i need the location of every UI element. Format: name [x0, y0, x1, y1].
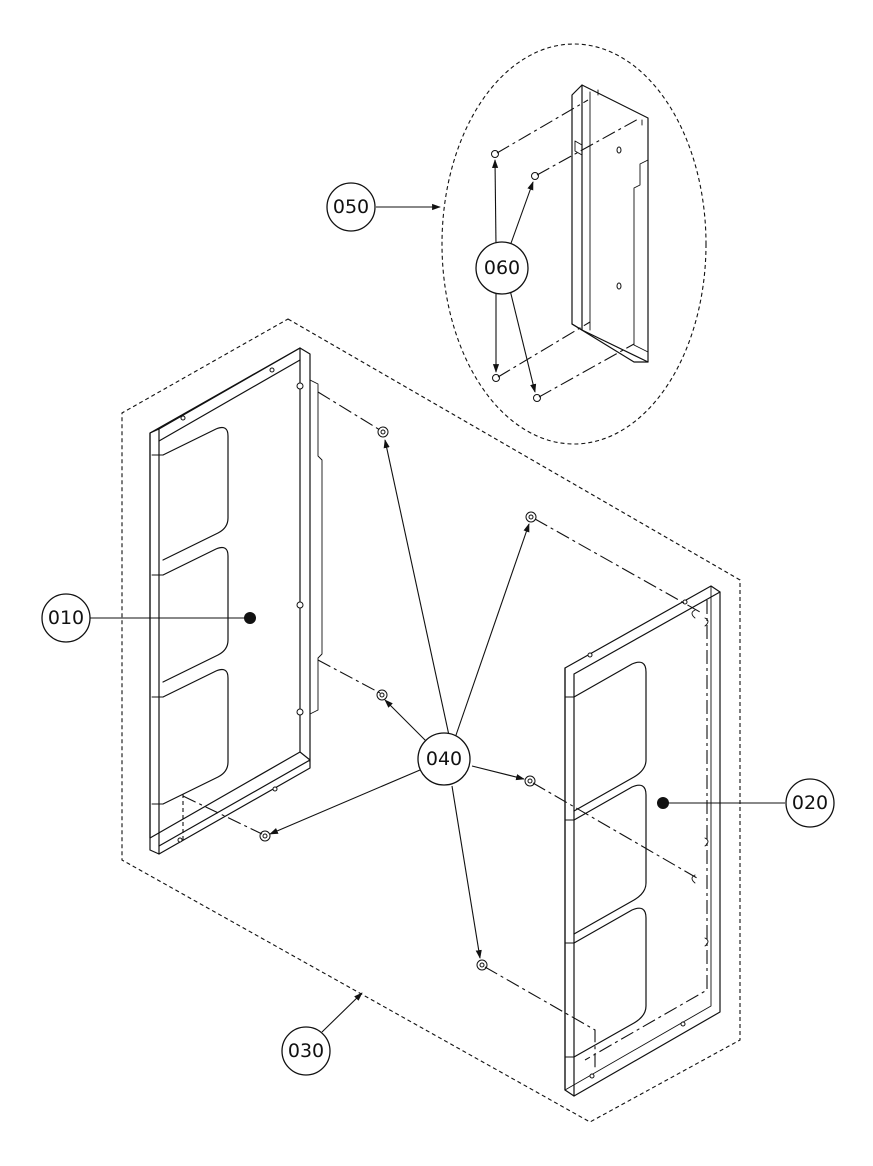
- callout-020-label: 020: [792, 792, 828, 814]
- bracket-detail-050: [571, 84, 649, 363]
- callout-010: 010: [41, 593, 91, 643]
- right-side-panel-020: [564, 585, 721, 1097]
- callout-060: 060: [475, 241, 529, 295]
- fastener-040-set: [259, 426, 537, 971]
- assembly-lines: [182, 99, 701, 1070]
- callout-060-label: 060: [484, 257, 520, 279]
- callout-030-label: 030: [288, 1040, 324, 1062]
- callout-050: 050: [326, 182, 376, 232]
- fastener-040-e: [524, 775, 536, 787]
- fastener-040-b: [376, 689, 388, 701]
- callout-040-label: 040: [426, 748, 462, 770]
- left-side-panel-010: [149, 347, 323, 855]
- callout-030: 030: [281, 1026, 331, 1076]
- leader-lines: [90, 159, 785, 1033]
- callout-020: 020: [785, 778, 835, 828]
- fastener-040-d: [525, 511, 537, 523]
- assembly-030-boundary: [121, 318, 741, 1123]
- fastener-040-a: [377, 426, 389, 438]
- callout-050-label: 050: [333, 196, 369, 218]
- screw-060-set: [491, 150, 541, 402]
- callout-040: 040: [417, 732, 471, 786]
- fastener-040-c: [259, 830, 271, 842]
- fastener-040-f: [476, 959, 488, 971]
- callout-010-label: 010: [48, 607, 84, 629]
- detail-050-boundary: [441, 43, 707, 445]
